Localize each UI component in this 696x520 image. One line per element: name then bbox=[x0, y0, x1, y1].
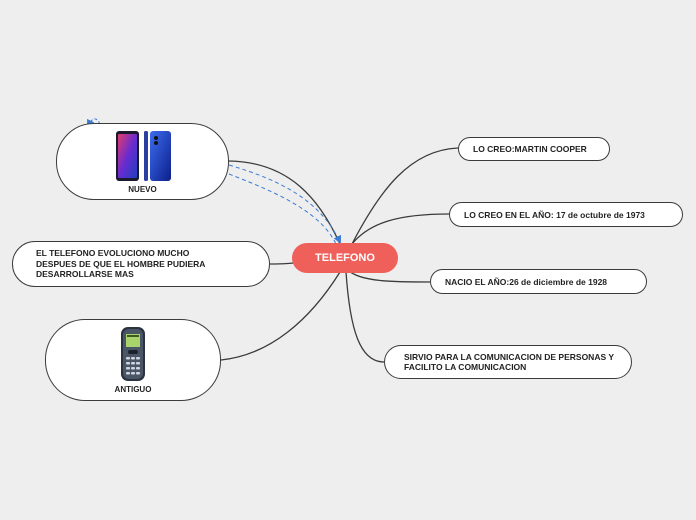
smartphones-image bbox=[115, 130, 171, 181]
link-year bbox=[351, 213, 450, 245]
topic-year[interactable]: LO CREO EN EL AÑO: 17 de octubre de 1973 bbox=[449, 202, 683, 227]
topic-creator-label: LO CREO:MARTIN COOPER bbox=[473, 144, 587, 154]
topic-born[interactable]: NACIO EL AÑO:26 de diciembre de 1928 bbox=[430, 269, 647, 294]
topic-creator[interactable]: LO CREO:MARTIN COOPER bbox=[458, 137, 610, 161]
topic-purpose-label: SIRVIO PARA LA COMUNICACION DE PERSONAS … bbox=[404, 351, 614, 373]
topic-old[interactable]: ANTIGUO bbox=[45, 319, 221, 401]
topic-new[interactable]: NUEVO bbox=[56, 123, 229, 200]
link-born bbox=[347, 269, 431, 283]
topic-year-label: LO CREO EN EL AÑO: 17 de octubre de 1973 bbox=[464, 209, 645, 220]
topic-purpose[interactable]: SIRVIO PARA LA COMUNICACION DE PERSONAS … bbox=[384, 345, 632, 379]
central-topic-label: TELEFONO bbox=[315, 252, 375, 264]
topic-evolution-label: EL TELEFONO EVOLUCIONO MUCHO DESPUES DE … bbox=[36, 248, 206, 280]
link-purpose bbox=[345, 271, 385, 363]
topic-new-caption: NUEVO bbox=[128, 184, 157, 194]
topic-old-caption: ANTIGUO bbox=[114, 385, 152, 394]
link-new bbox=[228, 160, 341, 245]
relationship-dashed-2 bbox=[228, 173, 337, 245]
link-old bbox=[220, 271, 341, 361]
topic-evolution[interactable]: EL TELEFONO EVOLUCIONO MUCHO DESPUES DE … bbox=[12, 241, 270, 287]
classic-phone-image bbox=[121, 327, 145, 381]
link-creator bbox=[351, 147, 459, 245]
relationship-dashed-1 bbox=[228, 164, 342, 244]
topic-born-label: NACIO EL AÑO:26 de diciembre de 1928 bbox=[445, 276, 608, 287]
central-topic[interactable]: TELEFONO bbox=[292, 243, 398, 273]
